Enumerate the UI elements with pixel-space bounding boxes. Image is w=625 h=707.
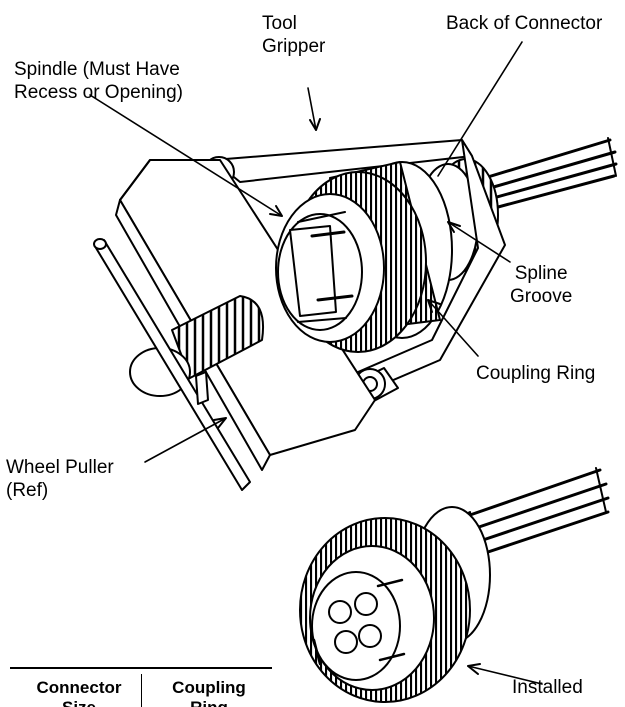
installed-connector [299, 467, 610, 703]
label-back-of-connector: Back of Connector [446, 13, 603, 34]
label-wheel-puller: Wheel Puller (Ref) [6, 457, 114, 501]
table-top-rule [10, 667, 272, 669]
cable-bundle [476, 137, 618, 212]
handle-bar [93, 238, 251, 491]
size-table: Connector Size Coupling Ring [0, 660, 272, 707]
table-header-connector-size: Connector Size [36, 678, 122, 707]
label-spindle: Spindle (Must Have Recess or Opening) [14, 59, 183, 103]
spindle [277, 211, 363, 331]
label-spline-groove: Spline Groove [510, 263, 573, 307]
leader-lines [89, 41, 543, 685]
label-tool-gripper: Tool Gripper [262, 13, 326, 57]
label-installed: Installed [512, 677, 583, 698]
table-header-coupling-ring: Coupling Ring [172, 678, 246, 707]
table-column-divider [141, 674, 142, 707]
label-coupling-ring: Coupling Ring [476, 363, 596, 384]
